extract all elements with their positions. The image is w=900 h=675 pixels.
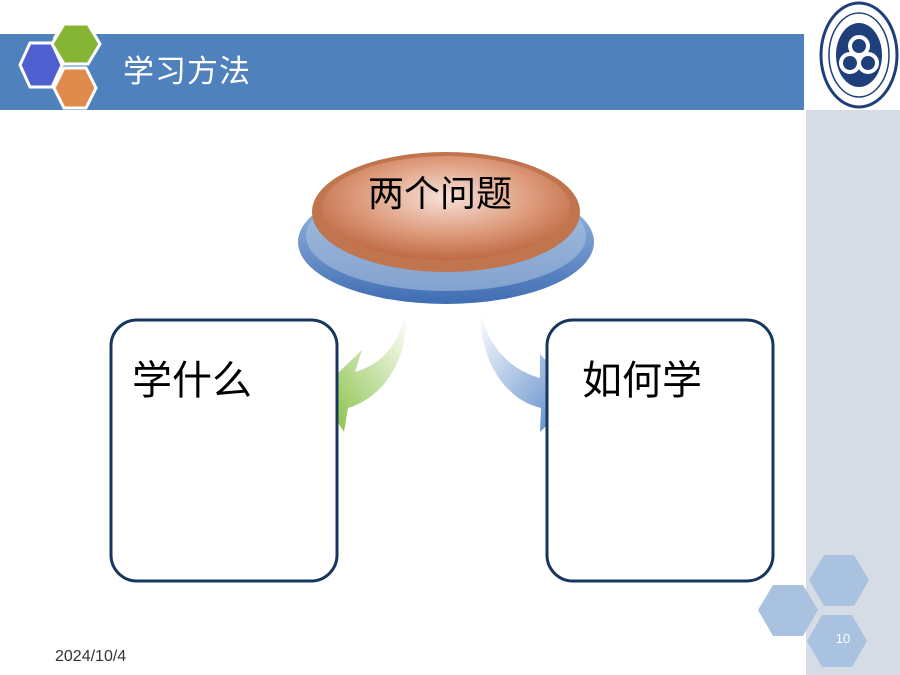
hexagon-cluster-icon <box>18 22 102 110</box>
arrow-left-green <box>318 312 406 432</box>
title-bar <box>0 34 804 110</box>
left-box <box>109 318 339 583</box>
hexagon-green-main <box>50 22 102 66</box>
footer-hexagon-page <box>807 615 867 667</box>
center-node-label: 两个问题 <box>367 174 512 215</box>
footer-date: 2024/10/4 <box>55 648 127 665</box>
right-box-label: 如何学 <box>582 358 702 404</box>
left-box-label: 学什么 <box>132 358 252 404</box>
page-title: 学习方法 <box>123 54 251 90</box>
right-box <box>545 318 775 583</box>
footer-hexagon-top <box>809 555 869 606</box>
school-emblem-logo <box>819 1 899 109</box>
footer-hexagon-left <box>758 585 818 636</box>
page-number: 10 <box>835 631 851 646</box>
hexagon-orange <box>52 66 98 110</box>
